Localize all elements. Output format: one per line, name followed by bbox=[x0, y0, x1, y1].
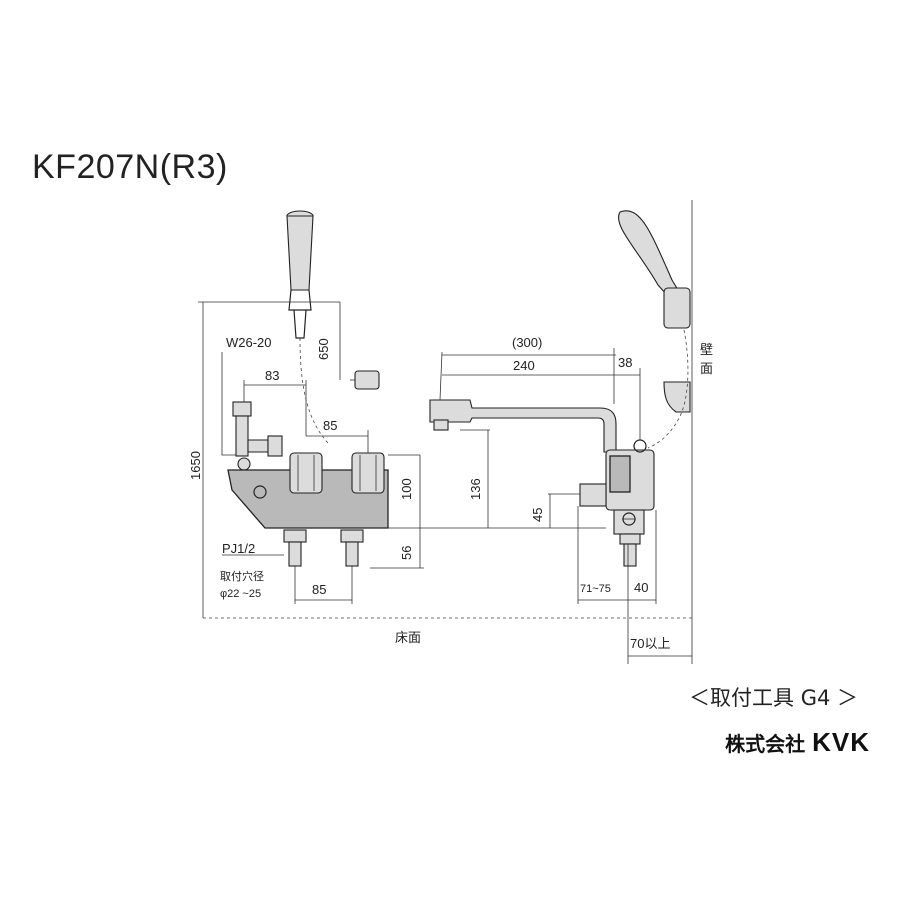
dim-wall-offset: 38 bbox=[618, 355, 632, 370]
dim-hose-height: 650 bbox=[316, 338, 331, 360]
dim-leg-height: 56 bbox=[399, 546, 414, 560]
label-hole: 取付穴径 bbox=[220, 569, 264, 583]
dim-joint-offset: 83 bbox=[265, 368, 279, 383]
diverter-joint bbox=[232, 401, 283, 471]
dim-total-height: 1650 bbox=[188, 451, 203, 480]
label-wall-2: 面 bbox=[700, 361, 713, 376]
dim-body-height: 100 bbox=[399, 478, 414, 500]
label-floor: 床面 bbox=[395, 630, 421, 645]
company-name: 株式会社 KVK bbox=[725, 727, 870, 758]
shower-head-icon bbox=[618, 210, 691, 413]
label-pipe: PJ1/2 bbox=[222, 541, 255, 556]
dim-handle-pitch-top: 85 bbox=[323, 418, 337, 433]
spout-icon bbox=[429, 399, 617, 453]
dim-spout-reach: 240 bbox=[513, 358, 535, 373]
brand-logo: KVK bbox=[812, 727, 870, 757]
label-thread: W26-20 bbox=[226, 335, 272, 350]
label-wall-1: 壁 bbox=[700, 342, 713, 357]
dim-spout-reach-total: (300) bbox=[512, 335, 542, 350]
dim-wall-distance: 40 bbox=[634, 580, 648, 595]
dim-spout-height: 136 bbox=[468, 478, 483, 500]
faucet-body-icon bbox=[227, 452, 389, 567]
label-hole-range: φ22 ~25 bbox=[220, 588, 261, 600]
page-title: KF207N(R3) bbox=[32, 148, 228, 186]
shower-head-icon bbox=[286, 210, 314, 339]
hose-path-right bbox=[647, 329, 689, 449]
hose-hook-icon bbox=[350, 370, 380, 390]
dim-leg-spacing: 71~75 bbox=[580, 583, 611, 595]
company-label: 株式会社 bbox=[725, 732, 806, 756]
dim-wall-min: 70以上 bbox=[630, 636, 670, 651]
dim-leg-pitch: 85 bbox=[312, 582, 326, 597]
mounting-tool-note: ＜取付工具 G4 ＞ bbox=[689, 686, 858, 710]
faucet-body-side bbox=[579, 439, 655, 567]
dim-inlet-height: 45 bbox=[530, 508, 545, 522]
